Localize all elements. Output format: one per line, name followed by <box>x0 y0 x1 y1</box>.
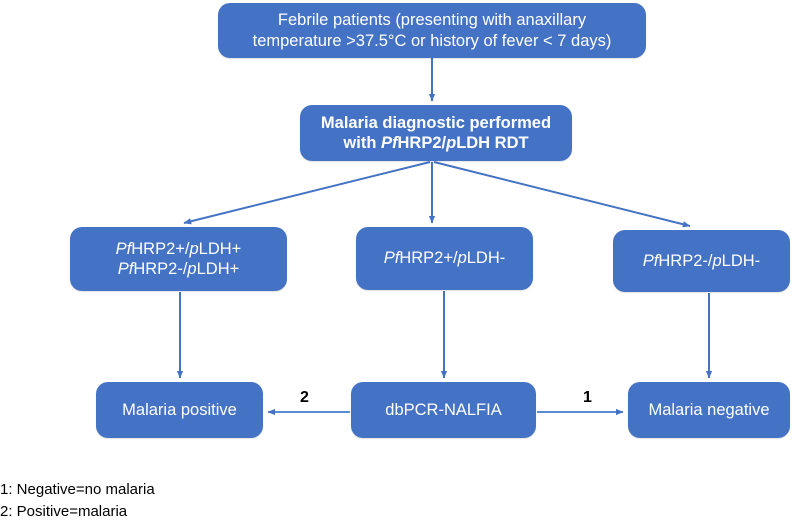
edge-label-to-negative: 1 <box>583 389 592 406</box>
legend: 1: Negative=no malaria 2: Positive=malar… <box>0 479 155 523</box>
node-mid-italic-p: p <box>457 249 467 268</box>
arrow-rdt-to-left <box>183 161 431 225</box>
node-rdt-line2-post: LDH RDT <box>456 134 529 152</box>
node-febrile-patients[interactable]: Febrile patients (presenting with anaxil… <box>218 3 646 58</box>
node-left-text: PfHRP2+/pLDH+ PfHRP2-/pLDH+ <box>78 239 279 279</box>
node-left-row1-italic-p: p <box>189 239 199 258</box>
node-rdt-line2: with PfHRP2/pLDH RDT <box>308 133 564 153</box>
node-left-row1: PfHRP2+/pLDH+ <box>116 240 242 258</box>
node-malaria-positive[interactable]: Malaria positive <box>96 382 263 438</box>
node-febrile-text: Febrile patients (presenting with anaxil… <box>226 10 638 50</box>
node-rdt-text: Malaria diagnostic performed with PfHRP2… <box>308 113 564 153</box>
node-dbpcr-nalfia[interactable]: dbPCR-NALFIA <box>351 382 536 438</box>
node-left-row2-italic-p: p <box>187 260 197 278</box>
node-rdt-line2-italic-pf: Pf <box>380 134 398 152</box>
node-right-text: PfHRP2-/pLDH- <box>621 251 782 271</box>
node-right-italic-p: p <box>712 251 722 270</box>
node-malaria-positive-label: Malaria positive <box>122 400 237 419</box>
legend-line-2: 2: Positive=malaria <box>0 502 128 520</box>
node-left-row1-italic-pf: Pf <box>115 239 132 258</box>
node-malaria-diagnostic-rdt[interactable]: Malaria diagnostic performed with PfHRP2… <box>300 105 572 161</box>
node-left-row1-end: LDH+ <box>198 239 242 258</box>
legend-line-1: 1: Negative=no malaria <box>0 481 155 498</box>
node-dbpcr-nalfia-label: dbPCR-NALFIA <box>385 400 502 419</box>
node-right-end: LDH- <box>721 251 761 270</box>
node-malaria-negative[interactable]: Malaria negative <box>628 382 790 438</box>
node-rdt-line1: Malaria diagnostic performed <box>320 113 552 132</box>
node-febrile-line2: temperature >37.5°C or history of fever … <box>252 31 612 50</box>
node-right-mid: HRP2-/ <box>658 251 713 270</box>
node-left-row2-mid: HRP2-/ <box>133 260 188 278</box>
node-rdt-line2-pre: with <box>343 134 381 152</box>
node-left-row2: PfHRP2-/pLDH+ <box>78 259 279 279</box>
node-rdt-line2-mid: HRP2/ <box>397 134 447 152</box>
node-hrp2-negative-pldh-negative[interactable]: PfHRP2-/pLDH- <box>613 230 790 292</box>
arrow-rdt-to-right <box>433 161 691 228</box>
node-right-italic-pf: Pf <box>642 251 659 270</box>
node-mid-mid: HRP2+/ <box>399 249 458 268</box>
node-hrp2-positive-pldh-negative[interactable]: PfHRP2+/pLDH- <box>356 227 533 290</box>
node-mid-italic-pf: Pf <box>383 249 400 268</box>
node-left-row2-end: LDH+ <box>196 260 240 278</box>
node-rdt-line2-italic-p: p <box>446 134 457 152</box>
node-malaria-negative-label: Malaria negative <box>648 400 770 419</box>
node-mid-end: LDH- <box>466 249 506 268</box>
node-hrp2-pldh-positive-group[interactable]: PfHRP2+/pLDH+ PfHRP2-/pLDH+ <box>70 227 287 291</box>
node-mid-text: PfHRP2+/pLDH- <box>364 248 525 268</box>
node-febrile-line1: Febrile patients (presenting with anaxil… <box>277 11 587 30</box>
node-left-row2-italic-pf: Pf <box>117 260 134 278</box>
node-left-row1-mid: HRP2+/ <box>131 239 190 258</box>
edge-label-to-positive: 2 <box>300 389 309 406</box>
